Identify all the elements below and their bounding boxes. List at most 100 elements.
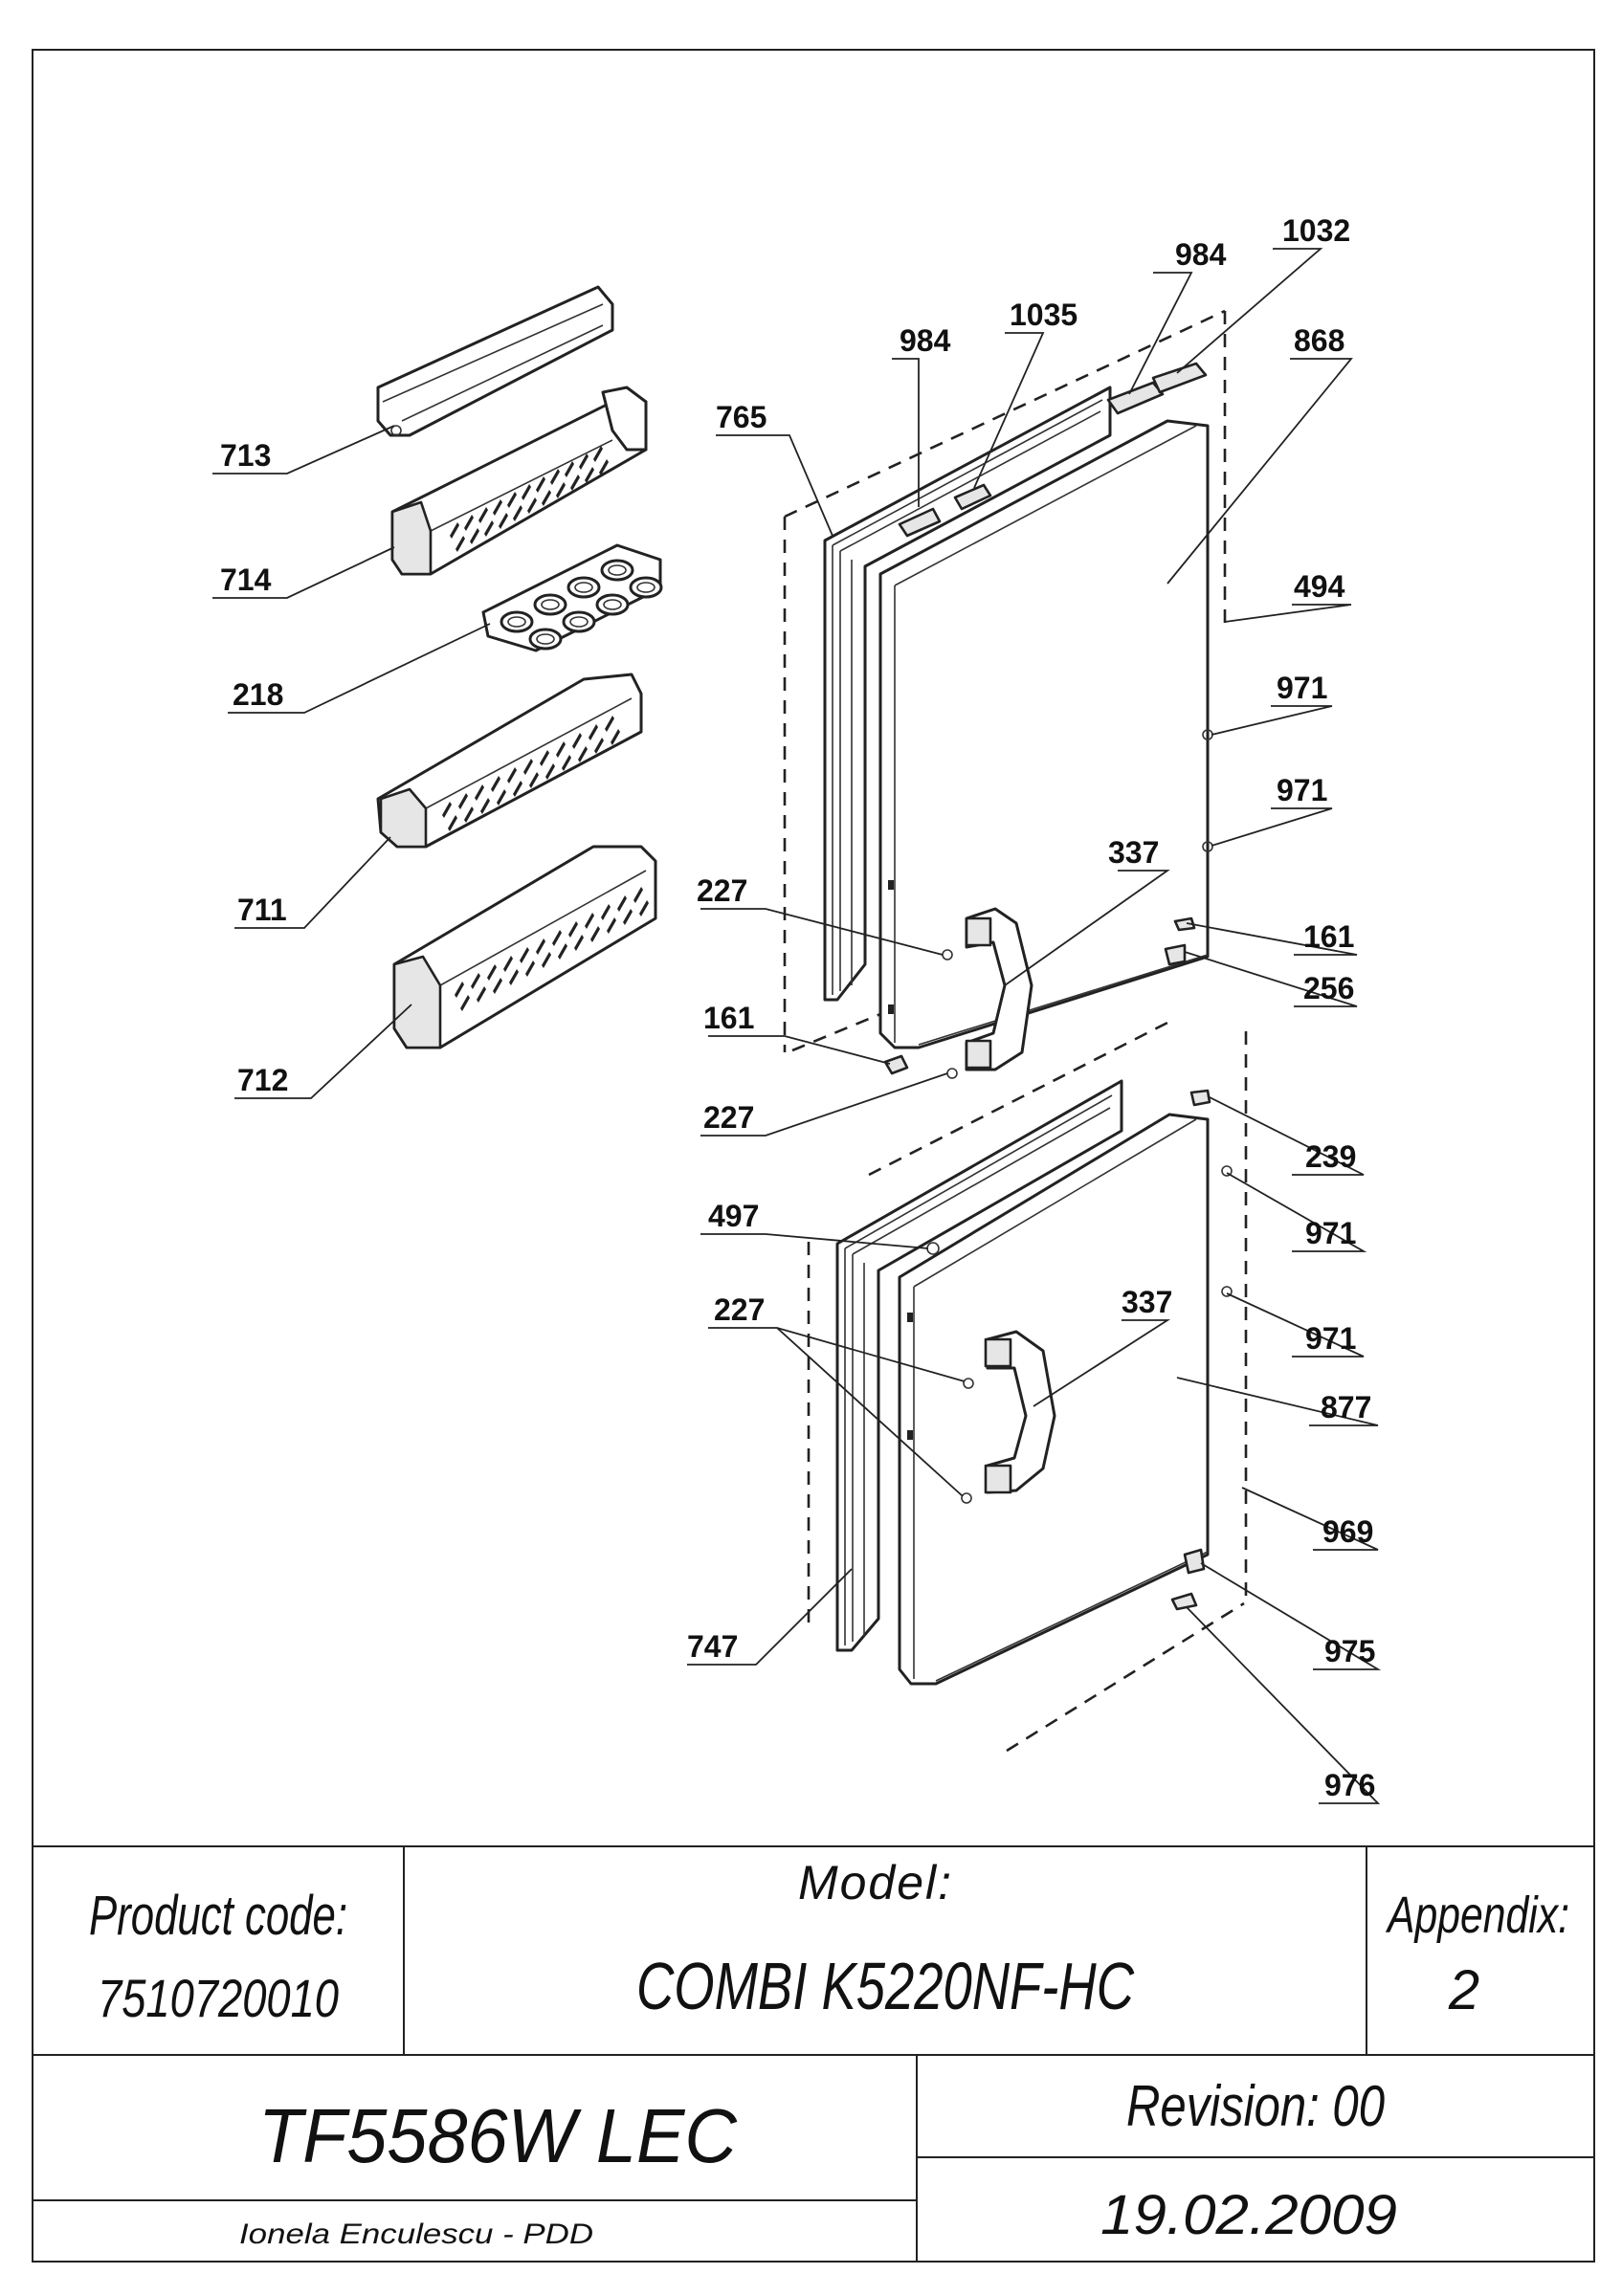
callout-256: 256 <box>1303 971 1354 1005</box>
callout-712: 712 <box>237 1063 288 1097</box>
shelf-slot <box>455 536 465 552</box>
shelf-slot <box>633 887 643 903</box>
callout-747: 747 <box>687 1629 738 1664</box>
shelf-slot <box>565 461 574 477</box>
shelf-slot <box>448 815 457 831</box>
shelf-slot <box>593 446 603 462</box>
part-337-lower-handle <box>984 1330 1056 1494</box>
shelf-slot <box>611 729 620 745</box>
shelf-slot <box>601 904 611 920</box>
callout-227-1: 227 <box>697 873 747 908</box>
shelf-slot <box>572 733 582 749</box>
shelf-slot <box>442 802 452 818</box>
egg-cup-inner <box>608 564 627 576</box>
shelf-slot <box>507 492 517 508</box>
shelf-slot <box>497 789 506 806</box>
shelf-slot <box>552 930 562 946</box>
shelf-slot <box>568 921 578 938</box>
shelf-slot <box>585 913 594 929</box>
callout-971-2: 971 <box>1277 773 1327 807</box>
shelf-slot <box>594 738 604 754</box>
shelf-slot <box>475 784 484 801</box>
callout-1035: 1035 <box>1010 298 1078 332</box>
callout-975: 975 <box>1324 1634 1375 1668</box>
shelf-slot <box>491 776 500 792</box>
callout-868: 868 <box>1294 323 1344 358</box>
shelf-slot <box>607 917 616 934</box>
shelf-slot <box>525 960 535 977</box>
callout-971-1: 971 <box>1277 671 1327 705</box>
shelf-slot <box>570 475 580 491</box>
egg-cup-inner <box>541 599 560 610</box>
shelf-slot <box>513 505 522 521</box>
callout-labels: 713 714 218 711 712 765 984 1035 984 103… <box>220 213 1375 1802</box>
part-765-upper-gasket <box>823 386 1112 1002</box>
egg-cup-inner <box>507 616 526 628</box>
shelf-slot <box>542 952 551 968</box>
egg-cup <box>629 576 663 599</box>
callout-765: 765 <box>716 400 767 434</box>
egg-cup <box>567 576 601 599</box>
shelf-slot <box>520 947 529 963</box>
callout-971-4: 971 <box>1305 1321 1356 1356</box>
shelf-slot <box>540 750 549 766</box>
shelf-slot <box>484 520 494 537</box>
shelf-slot <box>579 453 589 470</box>
egg-cup <box>600 559 634 582</box>
callout-337-lower: 337 <box>1122 1285 1172 1319</box>
shelf-slot <box>464 806 474 823</box>
part-868-upper-door-panel <box>878 362 1210 1049</box>
appendix-label: Appendix: <box>1386 1887 1569 1944</box>
shelf-slot <box>464 515 474 531</box>
shelf-slot <box>471 973 480 989</box>
part-218-egg-tray <box>481 543 663 652</box>
callout-969: 969 <box>1322 1514 1373 1549</box>
egg-cup <box>562 610 596 633</box>
shelf-slot <box>536 938 545 955</box>
leader-lines <box>212 248 1382 1804</box>
shelf-slot <box>558 943 567 960</box>
callout-161-left: 161 <box>703 1001 754 1035</box>
callout-1032: 1032 <box>1282 213 1350 248</box>
callout-227-3: 227 <box>714 1292 765 1327</box>
callout-218: 218 <box>233 677 283 712</box>
egg-cup <box>528 628 563 651</box>
shelf-slot <box>493 499 502 516</box>
title-block <box>33 1845 1594 2262</box>
shelf-slot <box>460 995 470 1011</box>
egg-cup <box>500 610 534 633</box>
shelf-slot <box>536 476 545 493</box>
part-714-upper-shelf <box>390 386 648 576</box>
shelf-slot <box>493 978 502 994</box>
callout-984-right: 984 <box>1175 237 1227 272</box>
shelf-slot <box>478 507 488 523</box>
callout-711: 711 <box>237 893 287 927</box>
shelf-slot <box>562 755 571 771</box>
shelf-slot <box>503 956 513 972</box>
shelf-slot <box>617 895 627 912</box>
author: Ionela Enculescu - PDD <box>239 2219 593 2250</box>
egg-cup <box>533 593 567 616</box>
shelf-slot <box>550 469 560 485</box>
callout-494: 494 <box>1294 569 1345 604</box>
product-code-value: 7510720010 <box>98 1968 339 2028</box>
callout-984-left: 984 <box>900 323 951 358</box>
callout-227-2: 227 <box>703 1100 754 1135</box>
shelf-slot <box>605 716 614 732</box>
shelf-slot <box>470 528 479 544</box>
model-label: Model: <box>798 1856 953 1910</box>
shelf-slot <box>545 763 555 780</box>
egg-cup-inner <box>603 599 622 610</box>
shelf-slot <box>499 513 508 529</box>
shelf-slot <box>480 798 490 814</box>
shelf-slot <box>450 522 459 539</box>
shelf-slot <box>523 759 533 775</box>
shelf-slot <box>509 969 519 985</box>
part-747-lower-gasket <box>835 1079 1123 1652</box>
part-713-shelf-cover <box>376 285 614 437</box>
shelf-slot <box>639 900 649 916</box>
appendix-value: 2 <box>1448 1959 1479 2021</box>
callout-497: 497 <box>708 1199 759 1233</box>
egg-cup-inner <box>569 616 589 628</box>
callout-714: 714 <box>220 563 272 597</box>
